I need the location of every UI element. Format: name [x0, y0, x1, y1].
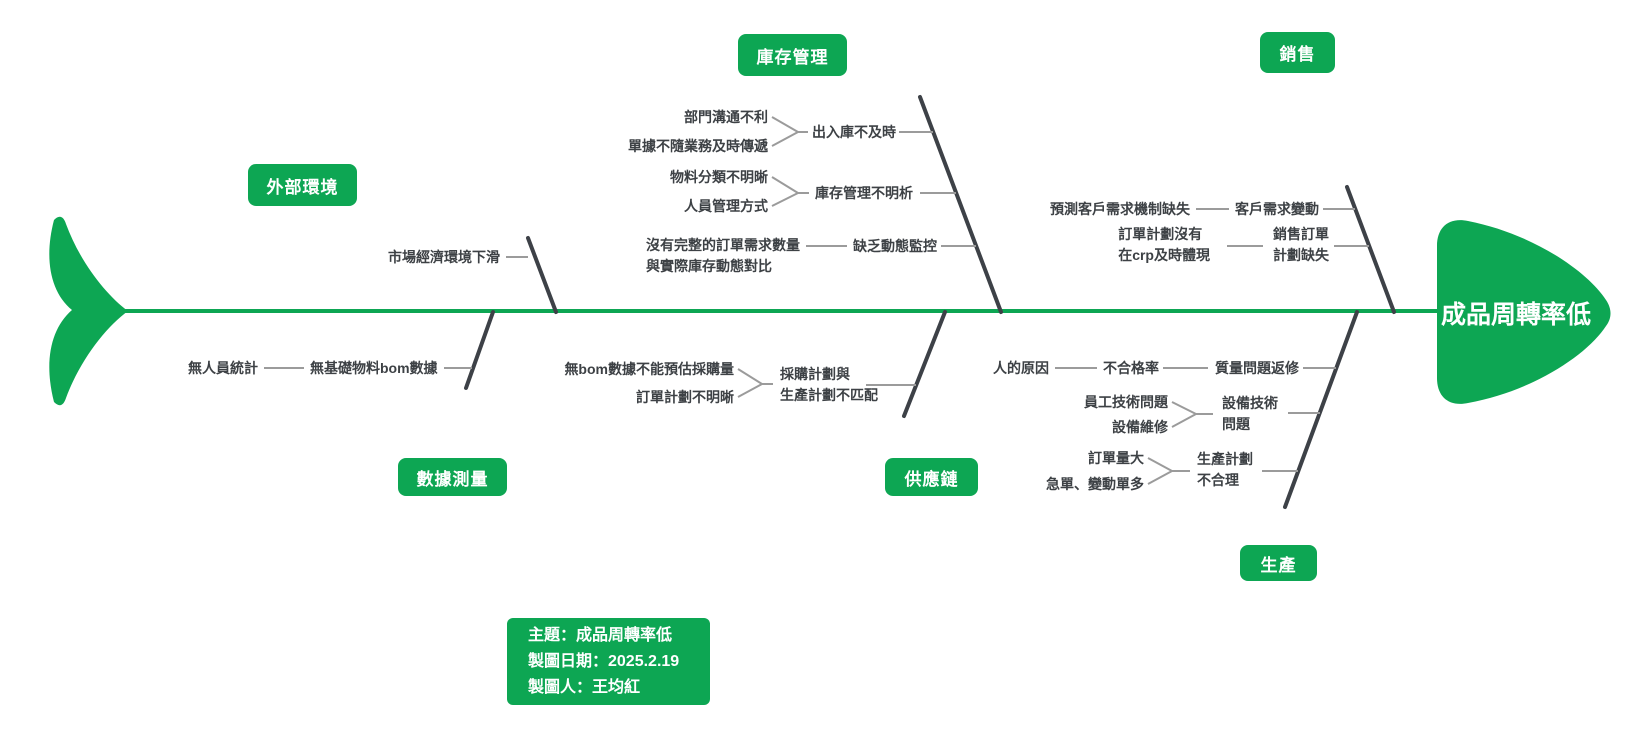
cause-order-plan-not-in-crp: 訂單計劃沒有 在crp及時體現: [1118, 226, 1210, 263]
connectors-production: [1055, 367, 1336, 485]
category-box-external: 外部環境: [248, 164, 357, 206]
mid-no-basic-bom-data: 無基礎物料bom數據: [310, 360, 438, 376]
cause-human-factor: 人的原因: [993, 360, 1049, 376]
bone-data-measure: [464, 310, 495, 390]
mid-customer-demand-change: 客戶需求變動: [1235, 201, 1319, 217]
mid-inventory-management-unclear: 庫存管理不明析: [815, 185, 913, 201]
cause-no-personnel-statistics: 無人員統計: [188, 360, 258, 376]
bone-supply: [902, 310, 947, 418]
cause-forecast-mechanism-missing: 預測客戶需求機制缺失: [1050, 201, 1190, 217]
category-box-production: 生產: [1240, 545, 1317, 581]
category-box-data-measure: 數據測量: [398, 458, 507, 496]
cause-no-complete-order-demand-comparison: 沒有完整的訂單需求數量 與實際庫存動態對比: [646, 237, 800, 274]
mid-quality-rework: 質量問題返修: [1215, 360, 1299, 376]
cause-urgent-changed-orders: 急單、變動單多: [1046, 476, 1144, 492]
cause-equipment-maintenance: 設備維修: [1112, 419, 1168, 435]
category-box-supply: 供應鏈: [885, 458, 978, 496]
category-box-inventory: 庫存管理: [738, 34, 847, 76]
mid-sales-order-plan-missing: 銷售訂單 計劃缺失: [1273, 226, 1329, 263]
bone-production: [1283, 310, 1359, 509]
mid-equipment-technical-problem: 設備技術 問題: [1222, 395, 1278, 432]
connectors-supply: [737, 368, 916, 398]
info-date: 製圖日期：2025.2.19: [528, 653, 680, 670]
bone-sales: [1345, 185, 1396, 314]
mid-purchase-production-plan-mismatch: 採購計劃與 生產計劃不匹配: [780, 366, 878, 403]
mid-defect-rate: 不合格率: [1103, 360, 1159, 376]
cause-personnel-management: 人員管理方式: [684, 198, 768, 214]
cause-large-order-volume: 訂單量大: [1088, 450, 1144, 466]
cause-order-plan-unclear: 訂單計劃不明晰: [636, 389, 734, 405]
cause-department-communication: 部門溝通不利: [684, 109, 768, 125]
category-box-sales: 銷售: [1260, 32, 1335, 73]
info-topic: 主題：成品周轉率低: [528, 627, 673, 644]
problem-statement: 成品周轉率低: [1440, 301, 1591, 329]
cause-worker-skill-problem: 員工技術問題: [1084, 394, 1168, 410]
mid-production-plan-unreasonable: 生產計劃 不合理: [1197, 451, 1253, 488]
bone-inventory: [918, 95, 1003, 314]
fish-head-shape: [1437, 220, 1611, 404]
cause-material-classification-unclear: 物料分類不明晰: [670, 169, 768, 185]
connectors-inventory: [771, 116, 976, 247]
mid-in-out-warehouse-not-timely: 出入庫不及時: [812, 124, 896, 140]
info-author: 製圖人：王均紅: [528, 679, 641, 696]
connectors-sales: [1196, 208, 1369, 247]
bone-external: [526, 236, 558, 314]
info-box: 主題：成品周轉率低 製圖日期：2025.2.19 製圖人：王均紅: [507, 618, 710, 705]
fish-tail-shape: [49, 216, 128, 406]
cause-market-economy-decline: 市場經濟環境下滑: [388, 249, 500, 265]
mid-lack-dynamic-monitoring: 缺乏動態監控: [853, 238, 937, 254]
cause-documents-not-passed-timely: 單據不隨業務及時傳遞: [628, 138, 768, 154]
cause-no-bom-cannot-estimate-purchase: 無bom數據不能預估採購量: [564, 361, 734, 377]
